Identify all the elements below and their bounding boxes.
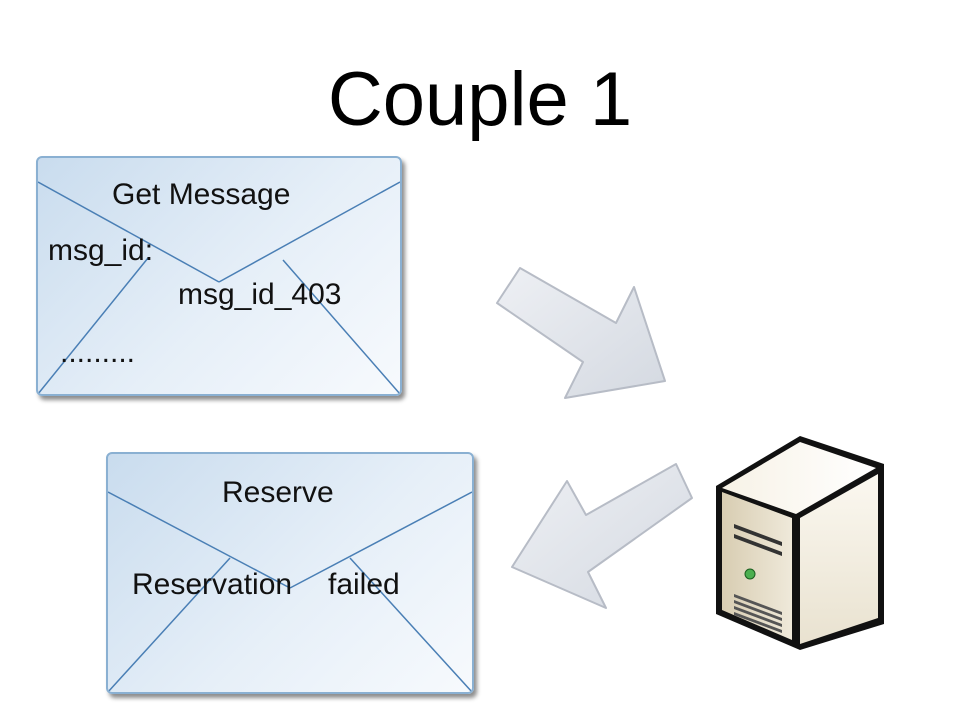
request-heading: Get Message [112, 178, 291, 211]
request-field-label: msg_id: [48, 234, 154, 267]
response-status-word2: failed [328, 568, 400, 601]
envelope-flap-lines [108, 491, 472, 692]
response-status-word1: Reservation [132, 568, 293, 601]
request-ellipsis: ......... [60, 336, 136, 369]
slide-title: Couple 1 [327, 57, 633, 142]
request-envelope: Get Message msg_id: msg_id_403 ......... [36, 156, 402, 396]
server-tower-icon [716, 436, 884, 650]
response-envelope: Reserve Reservation failed [106, 452, 474, 694]
response-heading: Reserve [222, 476, 334, 509]
request-field-value: msg_id_403 [178, 278, 342, 311]
envelope-flap-lines [38, 181, 400, 394]
